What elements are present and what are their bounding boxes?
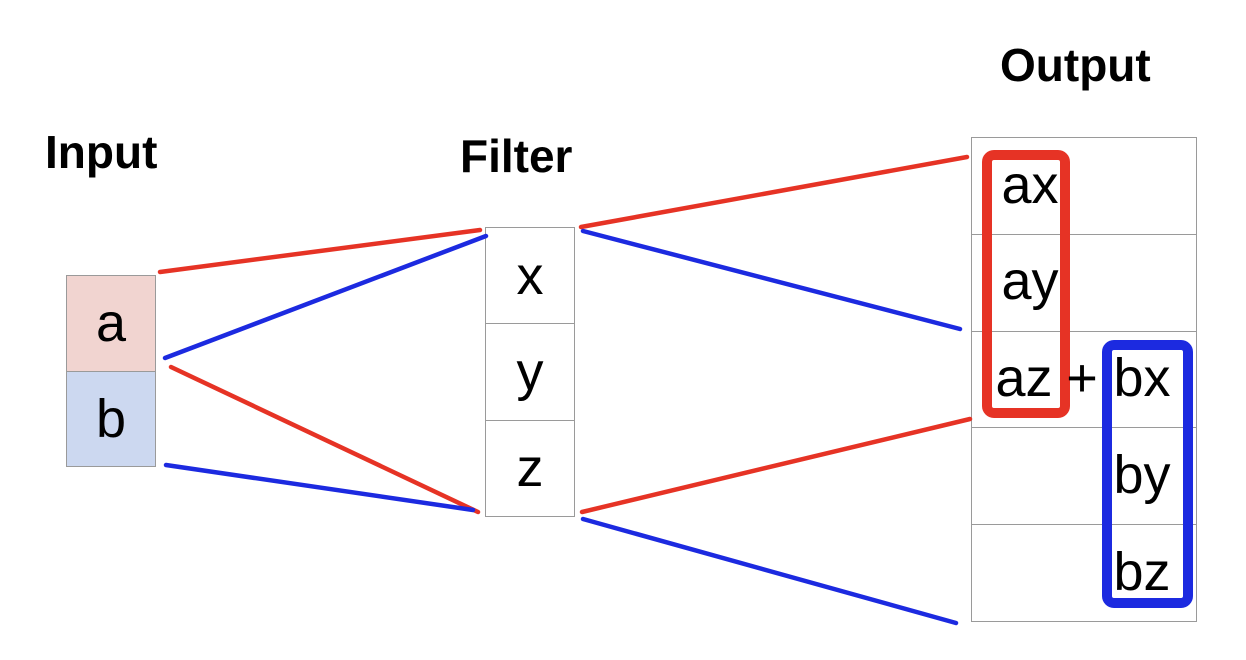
output-term-by: by [1113, 445, 1171, 505]
line-filter-bottom-to-output-a [579, 416, 973, 515]
filter-cell-y: y [486, 324, 574, 421]
input-table: a b [66, 275, 156, 467]
line-b-to-filter-top [162, 233, 489, 361]
output-row-2 [972, 235, 1196, 332]
output-term-bz: bz [1113, 542, 1171, 602]
input-cell-b-label: b [95, 388, 127, 449]
output-row-3 [972, 332, 1196, 429]
filter-cell-y-label: y [516, 341, 544, 402]
output-term-az: az [995, 348, 1053, 408]
output-term-ax: ax [1001, 155, 1059, 215]
output-row-4 [972, 428, 1196, 526]
output-table [971, 137, 1197, 622]
filter-cell-x-label: x [516, 245, 544, 306]
line-filter-top-to-output-a [578, 154, 970, 230]
filter-cell-x: x [486, 228, 574, 325]
output-row-1 [972, 138, 1196, 235]
filter-cell-z: z [486, 421, 574, 516]
output-term-bx: bx [1113, 348, 1171, 408]
blue-highlight-rect [1102, 340, 1193, 608]
line-a-to-filter-top [157, 227, 483, 275]
output-plus-sign: + [1066, 348, 1098, 408]
line-filter-bottom-to-output-b [580, 516, 959, 626]
filter-table: x y z [485, 227, 575, 517]
line-filter-top-to-output-b [580, 228, 963, 332]
input-title: Input [45, 126, 158, 178]
red-highlight-rect [982, 150, 1070, 418]
output-title: Output [1000, 39, 1151, 91]
filter-title: Filter [460, 130, 573, 182]
line-a-to-filter-bottom [168, 364, 481, 515]
filter-cell-z-label: z [516, 438, 544, 499]
input-cell-b: b [67, 371, 155, 466]
input-cell-a-label: a [95, 293, 127, 354]
output-term-ay: ay [1001, 251, 1059, 311]
input-cell-a: a [67, 276, 155, 372]
line-b-to-filter-bottom [163, 462, 476, 513]
